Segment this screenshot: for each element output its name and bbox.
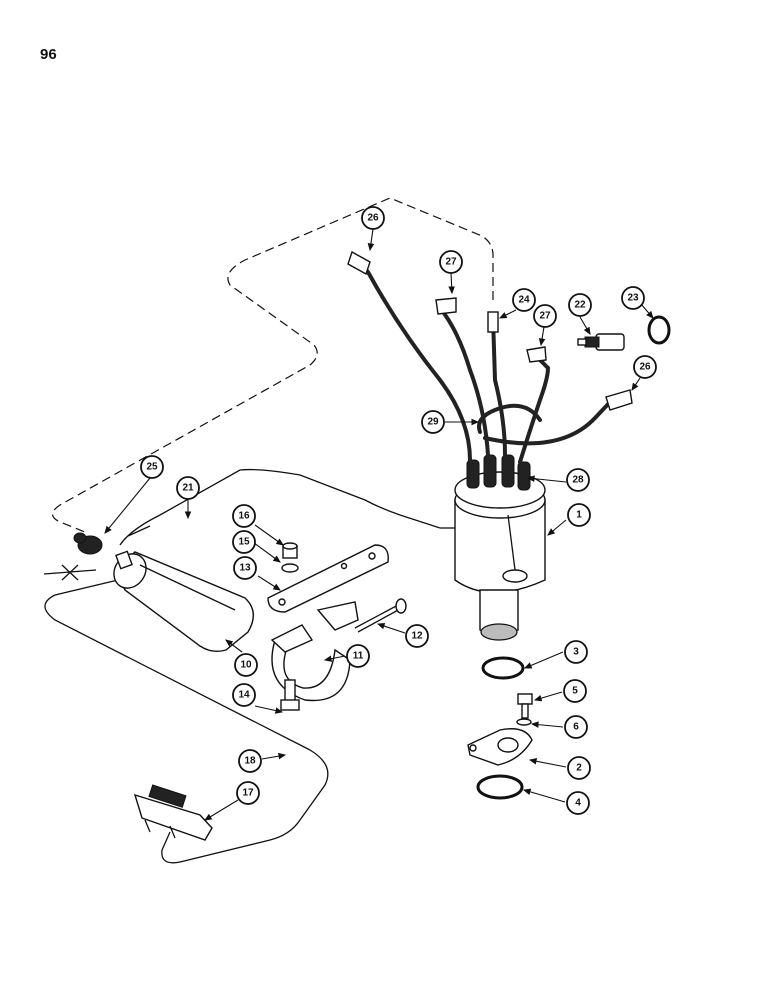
callout-1: 1 bbox=[567, 503, 591, 527]
callout-13-label: 13 bbox=[239, 563, 251, 574]
callout-25: 25 bbox=[140, 455, 164, 479]
ignition-coil bbox=[113, 550, 254, 653]
callout-10-label: 10 bbox=[240, 660, 252, 671]
callout-17-label: 17 bbox=[242, 788, 254, 799]
thrust-washer bbox=[481, 656, 525, 680]
callout-21-label: 21 bbox=[182, 483, 194, 494]
dashed-routing-line bbox=[51, 197, 494, 533]
callout-12-label: 12 bbox=[411, 631, 423, 642]
callout-6-label: 6 bbox=[573, 722, 579, 733]
callout-27-right-label: 27 bbox=[539, 311, 551, 322]
ballast-resistor bbox=[133, 784, 213, 841]
callout-5-label: 5 bbox=[572, 686, 578, 697]
callout-10: 10 bbox=[234, 653, 258, 677]
callout-28: 28 bbox=[566, 468, 590, 492]
hold-down-bolt bbox=[516, 693, 533, 726]
spark-plug-gasket bbox=[647, 315, 671, 345]
callout-3: 3 bbox=[564, 640, 588, 664]
cap-towers bbox=[466, 454, 531, 491]
o-ring bbox=[476, 774, 524, 800]
coil-bracket-strap bbox=[267, 544, 389, 613]
callout-4-label: 4 bbox=[575, 798, 581, 809]
callout-29: 29 bbox=[421, 410, 445, 434]
resistor-wire bbox=[44, 579, 329, 864]
callout-17: 17 bbox=[236, 781, 260, 805]
callout-21: 21 bbox=[176, 476, 200, 500]
coil-wire bbox=[119, 468, 441, 546]
break-mark bbox=[43, 525, 151, 581]
callout-29-label: 29 bbox=[427, 417, 439, 428]
callout-2-label: 2 bbox=[576, 763, 582, 774]
nut-and-washer bbox=[281, 542, 299, 573]
hold-down-clamp bbox=[467, 728, 533, 766]
callout-23: 23 bbox=[621, 286, 645, 310]
callout-26-top-label: 26 bbox=[367, 213, 379, 224]
callout-2: 2 bbox=[567, 756, 591, 780]
callout-23-label: 23 bbox=[627, 293, 639, 304]
callout-24-label: 24 bbox=[518, 295, 530, 306]
callout-13: 13 bbox=[233, 556, 257, 580]
callout-11: 11 bbox=[346, 644, 370, 668]
callout-14: 14 bbox=[232, 683, 256, 707]
callout-24: 24 bbox=[512, 288, 536, 312]
callout-18: 18 bbox=[238, 749, 262, 773]
callout-22-label: 22 bbox=[574, 300, 586, 311]
callout-27-left: 27 bbox=[439, 250, 463, 274]
callout-12: 12 bbox=[405, 624, 429, 648]
page-number: 96 bbox=[40, 46, 57, 63]
callout-4: 4 bbox=[566, 791, 590, 815]
bolt bbox=[354, 598, 407, 633]
callout-6: 6 bbox=[564, 715, 588, 739]
callout-26-right: 26 bbox=[633, 355, 657, 379]
callout-16-label: 16 bbox=[238, 511, 250, 522]
callout-5: 5 bbox=[563, 679, 587, 703]
callout-28-label: 28 bbox=[572, 475, 584, 486]
callout-14-label: 14 bbox=[238, 690, 250, 701]
callout-26-top: 26 bbox=[361, 206, 385, 230]
spark-plug bbox=[577, 333, 625, 351]
wire-boot bbox=[73, 532, 103, 555]
leader-lines bbox=[104, 228, 654, 821]
callout-15: 15 bbox=[232, 530, 256, 554]
callout-3-label: 3 bbox=[573, 647, 579, 658]
callout-25-label: 25 bbox=[146, 462, 158, 473]
callout-15-label: 15 bbox=[238, 537, 250, 548]
bolt-short bbox=[280, 679, 300, 711]
callout-26-right-label: 26 bbox=[639, 362, 651, 373]
spark-plug-wires bbox=[347, 250, 633, 464]
callout-22: 22 bbox=[568, 293, 592, 317]
callout-1-label: 1 bbox=[576, 510, 582, 521]
callout-27-right: 27 bbox=[533, 304, 557, 328]
callout-18-label: 18 bbox=[244, 756, 256, 767]
callout-27-left-label: 27 bbox=[445, 257, 457, 268]
callout-11-label: 11 bbox=[353, 651, 364, 662]
distributor bbox=[440, 471, 546, 641]
callout-16: 16 bbox=[232, 504, 256, 528]
